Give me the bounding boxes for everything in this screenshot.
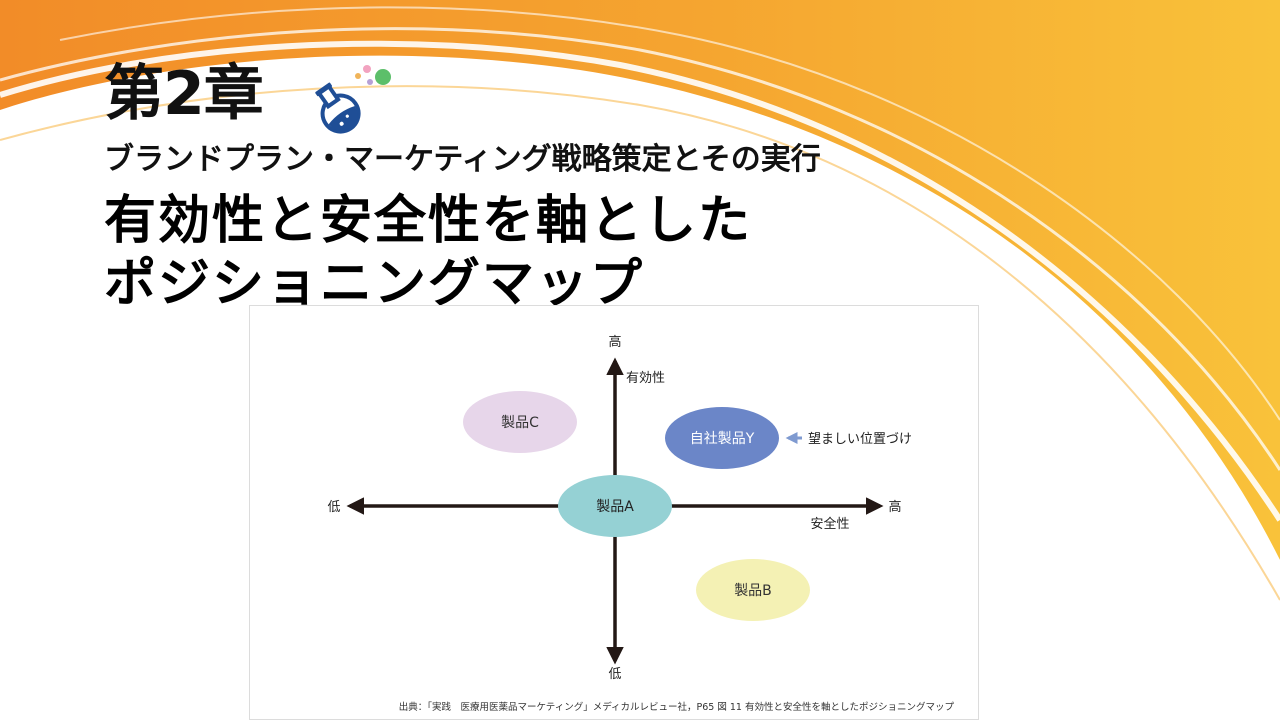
slide-title-line-2: ポジショニングマップ	[104, 253, 645, 314]
y-axis-name: 有効性	[626, 371, 665, 386]
product-c: 製品C	[463, 391, 577, 453]
product-c-label: 製品C	[501, 415, 539, 431]
chapter-subtitle: ブランドプラン・マーケティング戦略策定とその実行	[104, 142, 821, 177]
product-b-label: 製品B	[734, 583, 772, 599]
x-axis-high-label: 高	[888, 499, 901, 515]
y-axis-high-label: 高	[608, 334, 621, 350]
product-a: 製品A	[558, 475, 672, 537]
own-product-y: 自社製品Y	[665, 407, 779, 469]
slide-title: 有効性と安全性を軸とした ポジショニングマップ	[104, 190, 752, 316]
own-product-y-ellipse	[665, 407, 779, 469]
positioning-map-figure: 高 低 有効性 低 高 安全性 製品C 自社製品Y 製品A 製品B 望ましい位置…	[249, 305, 979, 720]
y-axis-low-label: 低	[608, 667, 621, 682]
product-a-label: 製品A	[596, 499, 634, 515]
slide-title-line-1: 有効性と安全性を軸とした	[104, 191, 753, 251]
x-axis-low-label: 低	[327, 500, 340, 515]
positioning-map-diagram: 高 低 有効性 低 高 安全性 製品C 自社製品Y 製品A 製品B 望ましい位置…	[327, 334, 912, 682]
product-b: 製品B	[696, 559, 810, 621]
x-axis-name: 安全性	[810, 516, 849, 532]
product-c-ellipse	[463, 391, 577, 453]
own-product-y-label: 自社製品Y	[690, 431, 755, 447]
desired-position-annotation: 望ましい位置づけ	[808, 431, 912, 447]
source-citation: 出典：「実践 医療用医薬品マーケティング」メディカルレビュー社，P65 図 11…	[398, 702, 954, 713]
flask-icon	[315, 65, 391, 134]
product-b-ellipse	[696, 559, 810, 621]
chapter-number: 第2章	[104, 59, 264, 129]
product-a-ellipse	[558, 475, 672, 537]
